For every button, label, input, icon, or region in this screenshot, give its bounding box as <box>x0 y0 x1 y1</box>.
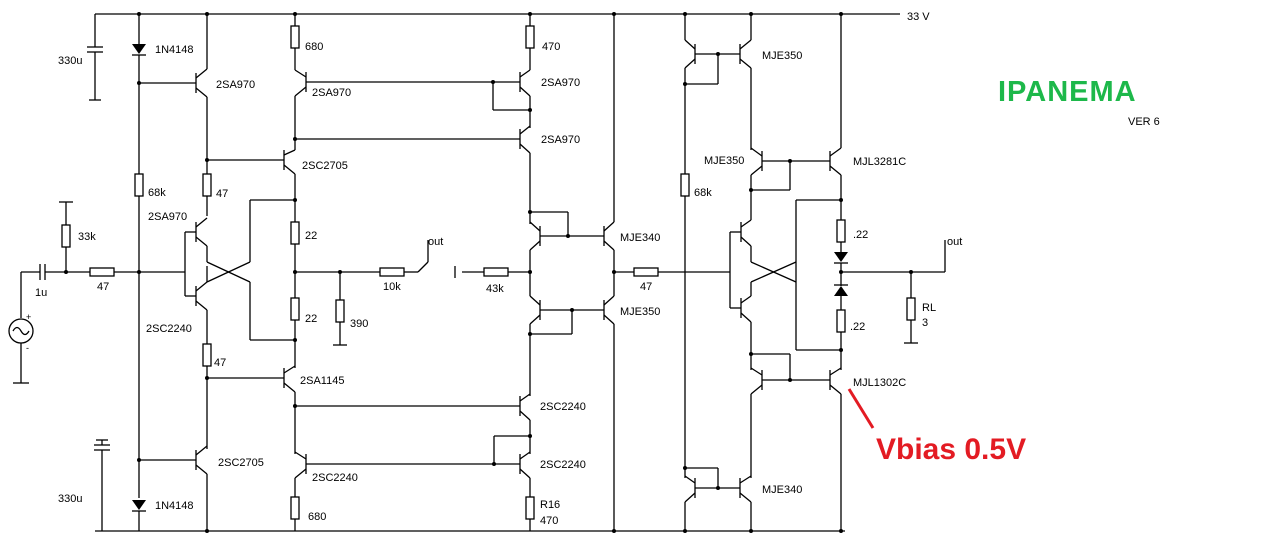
annotation-pointer <box>847 388 875 429</box>
r47-top-label: 47 <box>216 188 228 200</box>
q-vas-t-label: MJE340 <box>620 232 660 244</box>
input-resistor <box>89 267 115 277</box>
r10k <box>379 267 405 277</box>
out2-label: out <box>947 236 962 248</box>
svg-text:+: + <box>26 312 31 322</box>
q-in-p-label: 2SA970 <box>148 211 187 223</box>
re-top <box>836 219 846 243</box>
q-bot1-label: 2SC2705 <box>218 457 264 469</box>
r390 <box>335 299 345 323</box>
title: IPANEMA <box>998 76 1137 108</box>
r47-mid-label: 47 <box>640 281 652 293</box>
d-top-label: 1N4148 <box>155 44 194 56</box>
r470-top-label: 470 <box>542 41 560 53</box>
r47-top <box>202 173 212 197</box>
q-o1-label: MJE350 <box>762 50 802 62</box>
r68k-right <box>680 173 690 197</box>
q-r1-label: 2SA970 <box>541 77 580 89</box>
r-bias-label: 33k <box>78 231 96 243</box>
q-casc-t-label: 2SC2705 <box>302 160 348 172</box>
r10k-label: 10k <box>383 281 401 293</box>
r22-b-label: 22 <box>305 313 317 325</box>
q-mir-b-label: 2SC2240 <box>312 472 358 484</box>
diode-top-symbol <box>132 44 146 54</box>
re-t-label: .22 <box>853 229 868 241</box>
r47-mid <box>633 267 659 277</box>
r680-top-label: 680 <box>305 41 323 53</box>
r68k-left-label: 68k <box>148 187 166 199</box>
q-r4-label: 2SC2240 <box>540 459 586 471</box>
q-r3-label: 2SC2240 <box>540 401 586 413</box>
c-in-label: 1u <box>35 287 47 299</box>
output-diode-top <box>834 252 848 262</box>
r16-resistor <box>525 496 535 520</box>
r47-bottom <box>202 343 212 367</box>
q-r2-label: 2SA970 <box>541 134 580 146</box>
version-label: VER 6 <box>1128 116 1160 128</box>
r22-t-label: 22 <box>305 230 317 242</box>
rl-resistor <box>906 297 916 321</box>
r16-val-label: 470 <box>540 515 558 527</box>
r-in-label: 47 <box>97 281 109 293</box>
q-mir-t-label: 2SA970 <box>312 87 351 99</box>
r68k-right-label: 68k <box>694 187 712 199</box>
r16-label: R16 <box>540 499 560 511</box>
out1-label: out <box>428 236 443 248</box>
q-top1-label: 2SA970 <box>216 79 255 91</box>
d-bot-label: 1N4148 <box>155 500 194 512</box>
r680-top <box>290 25 300 49</box>
supply-label: 33 V <box>907 11 930 23</box>
bias-resistor <box>61 224 71 248</box>
re-b-label: .22 <box>850 321 865 333</box>
rl-label: RL <box>922 302 936 314</box>
c-top-label: 330u <box>58 55 82 67</box>
r680-bottom <box>290 496 300 520</box>
q-o3-label: MJL3281C <box>853 156 906 168</box>
r470-top <box>525 25 535 49</box>
svg-text:-: - <box>26 343 29 353</box>
r22-top <box>290 221 300 245</box>
vbias-annotation: Vbias 0.5V <box>876 433 1026 466</box>
rl-val-label: 3 <box>922 317 928 329</box>
re-bottom <box>836 309 846 333</box>
r43k <box>483 267 509 277</box>
r43k-label: 43k <box>486 283 504 295</box>
diode-bottom-symbol <box>132 500 146 510</box>
q-o4-label: MJL1302C <box>853 377 906 389</box>
q-o2-label: MJE350 <box>704 155 744 167</box>
q-in-n-label: 2SC2240 <box>146 323 192 335</box>
r47-bot-label: 47 <box>214 357 226 369</box>
output-diode-bottom <box>834 286 848 296</box>
q-o5-label: MJE340 <box>762 484 802 496</box>
r68k-left <box>134 173 144 197</box>
r22-bottom <box>290 297 300 321</box>
r390-label: 390 <box>350 318 368 330</box>
r680-bot-label: 680 <box>308 511 326 523</box>
q-vas-b-label: MJE350 <box>620 306 660 318</box>
q-casc-b-label: 2SA1145 <box>300 375 344 387</box>
c-bot-label: 330u <box>58 493 82 505</box>
